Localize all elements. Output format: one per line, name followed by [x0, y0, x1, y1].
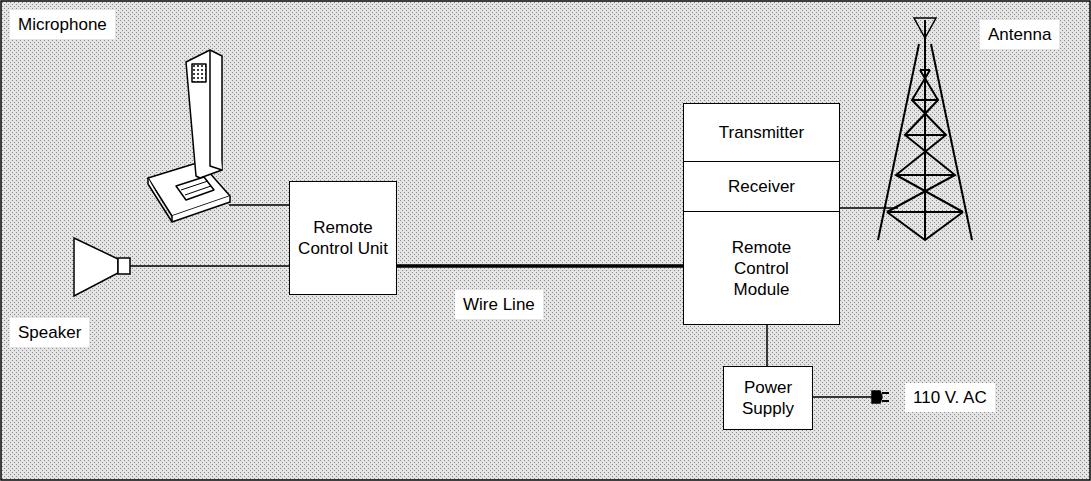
line-label: Wire Line [455, 290, 543, 319]
antenna-tower [840, 18, 972, 240]
remote-control-module: Remote Control Module [683, 211, 840, 325]
microphone-label: Microphone [10, 10, 115, 39]
power-plug [810, 391, 889, 403]
box-label: Remote Control Module [717, 237, 807, 300]
microphone-illustration [148, 50, 289, 222]
receiver-box: Receiver [683, 161, 840, 212]
mains-label: 110 V. AC [905, 383, 995, 412]
transmitter-box: Transmitter [683, 103, 840, 162]
connector-line [766, 325, 768, 366]
power-supply-box: Power Supply [723, 366, 813, 430]
speaker-label: Speaker [10, 318, 89, 347]
box-label: Remote Control Unit [298, 217, 388, 259]
remote-control-unit: Remote Control Unit [289, 181, 397, 295]
box-label: Power Supply [730, 377, 806, 419]
box-label: Receiver [728, 176, 795, 197]
speaker-illustration [74, 238, 289, 296]
antenna-label: Antenna [980, 20, 1059, 49]
box-label: Transmitter [719, 122, 804, 143]
connector-line [397, 264, 683, 268]
